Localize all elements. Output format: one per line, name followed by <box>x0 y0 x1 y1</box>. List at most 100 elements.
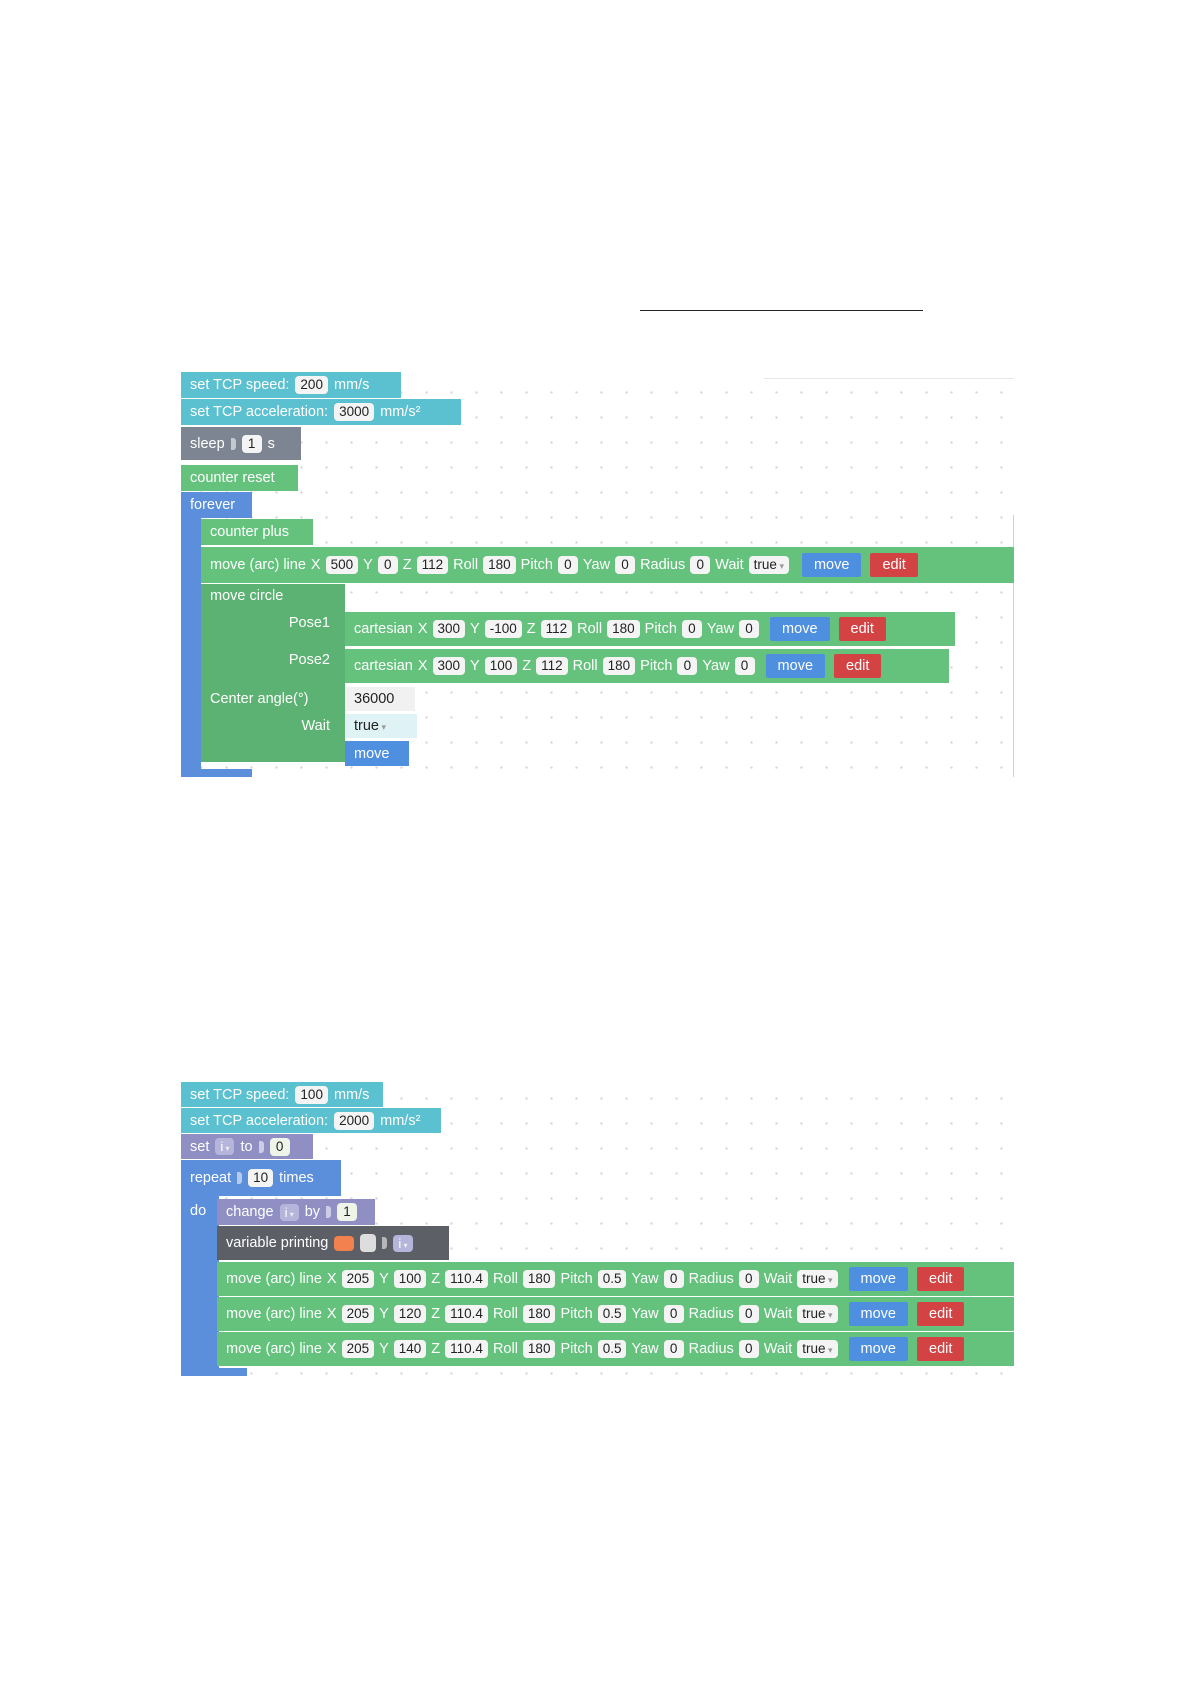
set-tcp-acceleration-block[interactable]: set TCP acceleration: 3000 mm/s² <box>181 399 461 425</box>
speed-value-field[interactable]: 200 <box>295 376 328 394</box>
set-value-field[interactable]: 0 <box>269 1137 290 1156</box>
move-circle-move-block[interactable]: move <box>345 741 409 766</box>
wait-dropdown[interactable]: true <box>748 556 789 574</box>
radius-field[interactable]: 0 <box>738 1305 759 1323</box>
x-field[interactable]: 300 <box>432 620 466 638</box>
yaw-field[interactable]: 0 <box>663 1305 684 1323</box>
wait-dropdown[interactable]: true <box>797 1305 838 1323</box>
y-field[interactable]: 120 <box>393 1305 427 1323</box>
change-value-field[interactable]: 1 <box>337 1203 358 1221</box>
wait-dropdown[interactable]: true <box>354 713 386 740</box>
edit-button[interactable]: edit <box>917 1302 965 1326</box>
z-field[interactable]: 112 <box>416 556 449 574</box>
block-label: forever <box>190 497 236 513</box>
wait-dropdown[interactable]: true <box>797 1270 838 1288</box>
forever-block[interactable]: forever <box>181 492 252 518</box>
edit-button[interactable]: edit <box>870 553 918 577</box>
radius-field[interactable]: 0 <box>738 1340 759 1358</box>
move-button[interactable]: move <box>354 745 390 762</box>
speed-value-field[interactable]: 100 <box>295 1085 328 1104</box>
variable-dropdown[interactable]: i <box>393 1234 413 1252</box>
repeat-block[interactable]: repeat 10 times <box>181 1160 341 1196</box>
pitch-field[interactable]: 0 <box>557 556 578 574</box>
roll-field[interactable]: 180 <box>483 556 516 574</box>
edit-button[interactable]: edit <box>834 654 882 678</box>
move-arc-line-block[interactable]: move (arc) line X 205 Y 140 Z 110.4 Roll… <box>217 1332 1014 1366</box>
yaw-field[interactable]: 0 <box>739 620 760 638</box>
move-arc-line-block[interactable]: move (arc) line X 205 Y 120 Z 110.4 Roll… <box>217 1297 1014 1331</box>
block-label: move (arc) line <box>210 557 306 573</box>
move-button[interactable]: move <box>770 617 830 641</box>
move-arc-line-block[interactable]: move (arc) line X 205 Y 100 Z 110.4 Roll… <box>217 1262 1014 1296</box>
x-field[interactable]: 205 <box>341 1270 375 1288</box>
radius-field[interactable]: 0 <box>738 1270 759 1288</box>
variable-printing-block[interactable]: variable printing i <box>217 1226 449 1260</box>
y-field[interactable]: 100 <box>484 657 518 675</box>
yaw-label: Yaw <box>631 1306 659 1322</box>
blockly-workspace-1[interactable]: set TCP speed: 200 mm/s set TCP accelera… <box>181 372 1014 777</box>
variable-dropdown[interactable]: i <box>279 1203 299 1221</box>
edit-button[interactable]: edit <box>917 1267 965 1291</box>
yaw-field[interactable]: 0 <box>663 1270 684 1288</box>
counter-reset-block[interactable]: counter reset <box>181 465 298 491</box>
wait-dropdown[interactable]: true <box>797 1340 838 1358</box>
pitch-field[interactable]: 0.5 <box>597 1340 627 1358</box>
set-tcp-speed-block[interactable]: set TCP speed: 200 mm/s <box>181 372 401 398</box>
z-field[interactable]: 110.4 <box>445 1270 488 1288</box>
change-variable-block[interactable]: change i by 1 <box>217 1199 375 1225</box>
roll-field[interactable]: 180 <box>522 1305 556 1323</box>
set-tcp-speed-block[interactable]: set TCP speed: 100 mm/s <box>181 1082 383 1107</box>
pitch-field[interactable]: 0 <box>681 620 702 638</box>
yaw-field[interactable]: 0 <box>663 1340 684 1358</box>
x-field[interactable]: 205 <box>341 1305 375 1323</box>
roll-field[interactable]: 180 <box>602 657 636 675</box>
set-tcp-acceleration-block[interactable]: set TCP acceleration: 2000 mm/s² <box>181 1108 441 1133</box>
sleep-value-field[interactable]: 1 <box>241 434 262 453</box>
z-field[interactable]: 110.4 <box>445 1305 488 1323</box>
z-field[interactable]: 110.4 <box>445 1340 488 1358</box>
blockly-workspace-2[interactable]: set TCP speed: 100 mm/s set TCP accelera… <box>181 1078 1014 1376</box>
set-variable-block[interactable]: set i to 0 <box>181 1134 313 1159</box>
edit-button[interactable]: edit <box>838 617 886 641</box>
x-field[interactable]: 205 <box>341 1340 375 1358</box>
y-field[interactable]: -100 <box>484 620 522 638</box>
pitch-field[interactable]: 0.5 <box>597 1270 627 1288</box>
move-button[interactable]: move <box>765 654 826 678</box>
pitch-field[interactable]: 0 <box>677 657 698 675</box>
roll-field[interactable]: 180 <box>607 620 640 638</box>
empty-input-slot[interactable] <box>360 1234 377 1252</box>
counter-plus-block[interactable]: counter plus <box>201 519 313 545</box>
pose2-cartesian-block[interactable]: cartesian X 300 Y 100 Z 112 Roll 180 Pit… <box>345 649 949 683</box>
pose1-cartesian-block[interactable]: cartesian X 300 Y -100 Z 112 Roll 180 Pi… <box>345 612 955 646</box>
yaw-field[interactable]: 0 <box>734 657 755 675</box>
variable-dropdown[interactable]: i <box>215 1138 235 1155</box>
repeat-count-field[interactable]: 10 <box>248 1169 274 1187</box>
color-swatch[interactable] <box>334 1235 355 1251</box>
x-field[interactable]: 500 <box>325 556 359 574</box>
move-circle-block[interactable] <box>201 584 345 762</box>
center-angle-value-block[interactable]: 36000 <box>345 687 415 711</box>
move-button[interactable]: move <box>801 553 862 577</box>
wait-boolean-block[interactable]: true <box>345 714 417 738</box>
z-field[interactable]: 112 <box>540 620 573 638</box>
acceleration-value-field[interactable]: 3000 <box>334 403 375 421</box>
y-field[interactable]: 100 <box>393 1270 427 1288</box>
x-field[interactable]: 300 <box>432 657 466 675</box>
move-button[interactable]: move <box>848 1302 908 1326</box>
workspace-scrollbar-edge[interactable] <box>1013 515 1014 777</box>
move-arc-line-block[interactable]: move (arc) line X 500 Y 0 Z 112 Roll 180… <box>201 547 1014 583</box>
radius-field[interactable]: 0 <box>690 556 711 574</box>
z-field[interactable]: 112 <box>536 657 568 675</box>
y-field[interactable]: 140 <box>393 1340 427 1358</box>
pitch-field[interactable]: 0.5 <box>597 1305 627 1323</box>
acceleration-value-field[interactable]: 2000 <box>334 1111 375 1130</box>
y-field[interactable]: 0 <box>377 556 398 574</box>
move-button[interactable]: move <box>848 1337 908 1361</box>
roll-field[interactable]: 180 <box>522 1340 556 1358</box>
roll-field[interactable]: 180 <box>522 1270 556 1288</box>
sleep-block[interactable]: sleep 1 s <box>181 427 301 460</box>
edit-button[interactable]: edit <box>917 1337 965 1361</box>
yaw-field[interactable]: 0 <box>615 556 636 574</box>
center-angle-field[interactable]: 36000 <box>354 691 395 707</box>
move-button[interactable]: move <box>848 1267 908 1291</box>
